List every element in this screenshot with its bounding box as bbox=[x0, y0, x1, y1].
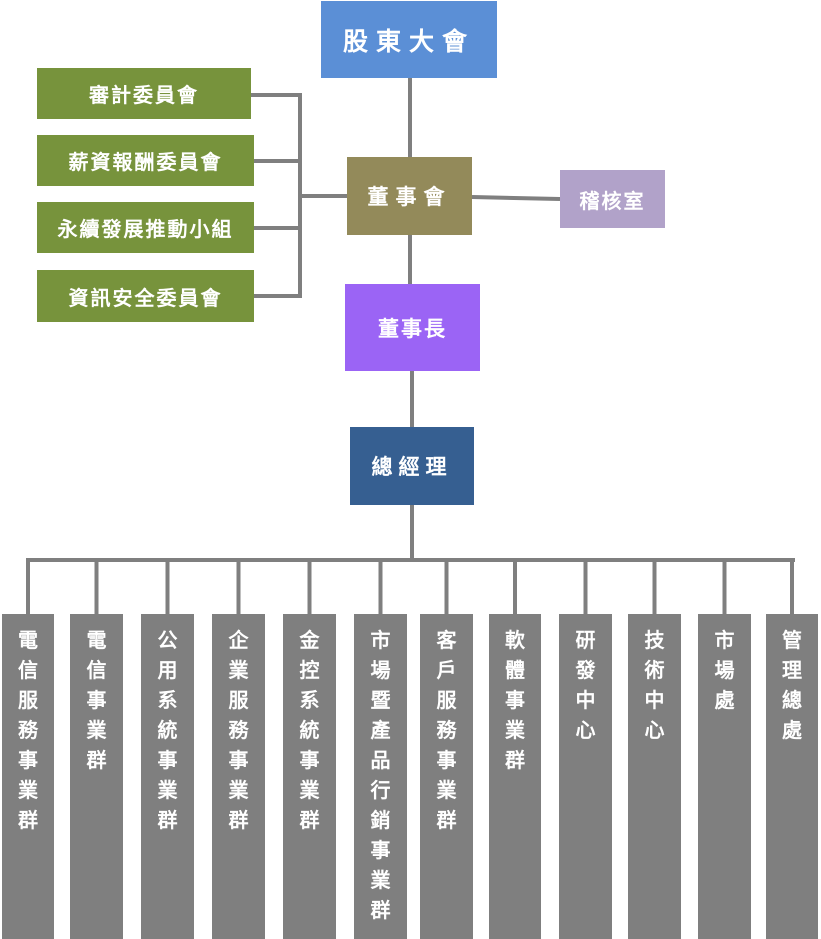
chairman-label: 董事長 bbox=[378, 315, 447, 341]
audit-office-box: 稽核室 bbox=[560, 170, 665, 228]
division-tech-center-box: 技術中心 bbox=[628, 614, 681, 939]
general-manager-label: 總經理 bbox=[371, 454, 453, 479]
division-management-label: 管理總處 bbox=[782, 628, 802, 742]
division-telecom-box: 電信事業群 bbox=[70, 614, 123, 939]
committee-audit-box: 審計委員會 bbox=[37, 68, 251, 119]
shareholders-meeting-box: 股東大會 bbox=[321, 1, 497, 78]
division-market-box: 市場處 bbox=[698, 614, 751, 939]
division-financial-systems-label: 金控系統事業群 bbox=[299, 628, 320, 832]
division-tech-center-label: 技術中心 bbox=[644, 628, 665, 742]
division-public-systems-box: 公用系統事業群 bbox=[141, 614, 194, 939]
chairman-box: 董事長 bbox=[345, 284, 480, 371]
division-rd-center-label: 研發中心 bbox=[575, 628, 596, 742]
division-customer-service-box: 客戶服務事業群 bbox=[420, 614, 473, 939]
division-telecom-label: 電信事業群 bbox=[86, 628, 107, 772]
audit-office-label: 稽核室 bbox=[579, 188, 646, 213]
general-manager-box: 總經理 bbox=[350, 427, 474, 505]
board-of-directors-box: 董事會 bbox=[347, 157, 472, 235]
division-customer-service-label: 客戶服務事業群 bbox=[436, 628, 457, 832]
division-financial-systems-box: 金控系統事業群 bbox=[283, 614, 336, 939]
committee-infosec-label: 資訊安全委員會 bbox=[68, 285, 223, 310]
division-rd-center-box: 研發中心 bbox=[559, 614, 612, 939]
division-marketing-box: 市場暨產品行銷事業群 bbox=[354, 614, 407, 939]
division-public-systems-label: 公用系統事業群 bbox=[157, 628, 178, 832]
committee-audit-label: 審計委員會 bbox=[89, 83, 199, 107]
committee-remuneration-box: 薪資報酬委員會 bbox=[37, 135, 254, 186]
division-marketing-label: 市場暨產品行銷事業群 bbox=[370, 628, 391, 922]
division-market-label: 市場處 bbox=[714, 628, 735, 712]
division-software-label: 軟體事業群 bbox=[505, 628, 525, 772]
committee-remuneration-label: 薪資報酬委員會 bbox=[68, 150, 223, 174]
division-enterprise-services-label: 企業服務事業群 bbox=[228, 628, 249, 832]
division-management-box: 管理總處 bbox=[766, 614, 818, 939]
division-software-box: 軟體事業群 bbox=[489, 614, 541, 939]
shareholders-meeting-label: 股東大會 bbox=[342, 26, 475, 56]
committee-infosec-box: 資訊安全委員會 bbox=[37, 270, 254, 322]
connector-board-audit bbox=[471, 195, 561, 201]
committee-sustainability-label: 永續發展推動小組 bbox=[57, 217, 234, 241]
division-enterprise-services-box: 企業服務事業群 bbox=[212, 614, 265, 939]
division-telecom-services-box: 電信服務事業群 bbox=[2, 614, 54, 939]
division-telecom-services-label: 電信服務事業群 bbox=[18, 628, 38, 832]
board-of-directors-label: 董事會 bbox=[367, 184, 452, 209]
committee-sustainability-box: 永續發展推動小組 bbox=[37, 202, 254, 253]
